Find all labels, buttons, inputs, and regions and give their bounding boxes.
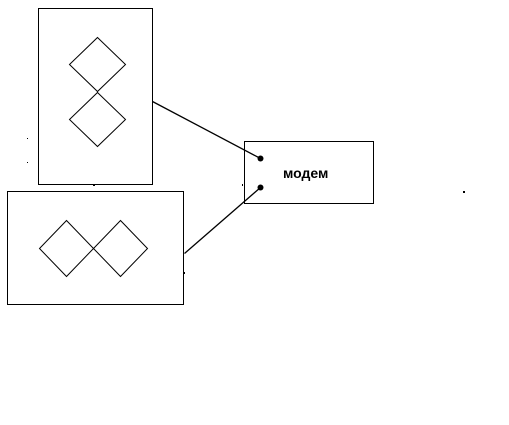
connection-line-top	[152, 100, 261, 160]
computer-box-bottom-frame	[7, 191, 184, 305]
diamond-icon	[92, 219, 149, 278]
diamond-icon	[68, 36, 127, 93]
stray-dot	[27, 162, 28, 163]
diamond-icon	[38, 219, 95, 278]
stray-dot	[93, 185, 95, 186]
computer-box-bottom	[7, 191, 184, 305]
modem-box: модем	[244, 141, 374, 204]
stray-dot	[27, 138, 28, 139]
stray-dot	[242, 184, 243, 186]
diamond-icon	[68, 91, 127, 148]
computer-box-top	[38, 8, 153, 185]
modem-label: модем	[283, 165, 328, 181]
modem-box-frame	[244, 141, 374, 204]
computer-box-top-frame	[38, 8, 153, 185]
connection-line-bottom	[184, 187, 261, 254]
stray-dot	[463, 191, 465, 193]
stray-dot	[183, 272, 185, 274]
